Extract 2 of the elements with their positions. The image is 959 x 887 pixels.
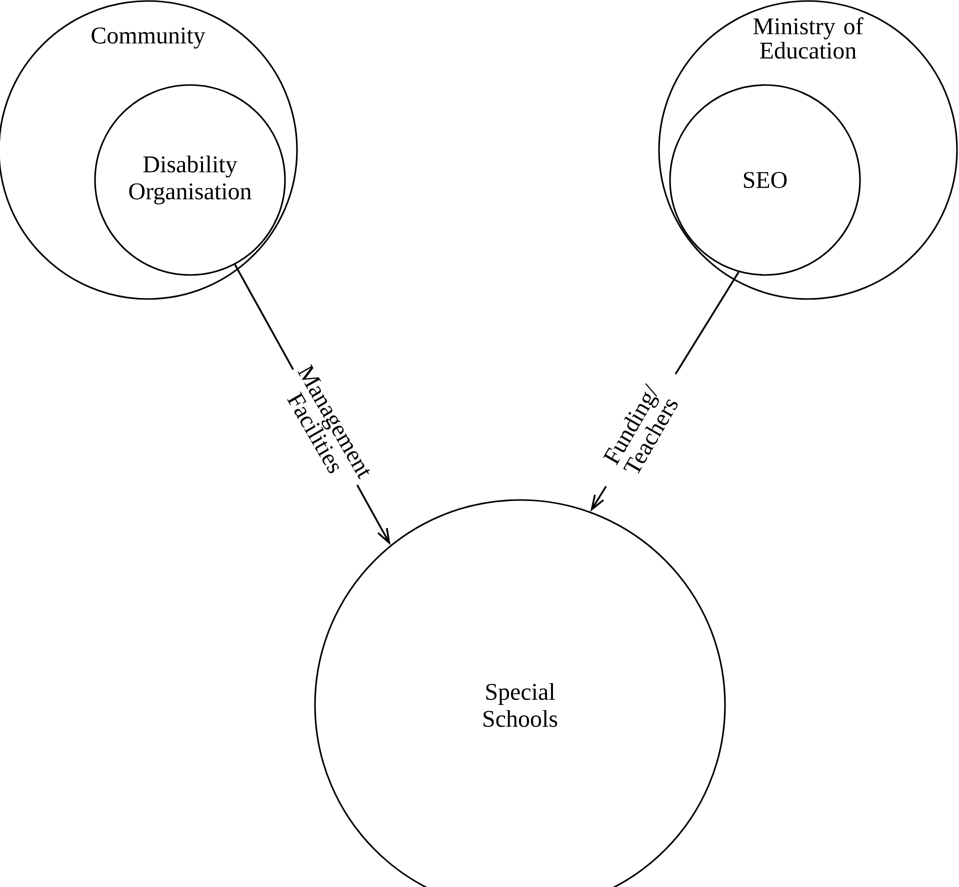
circle-node: Disability Organisation <box>94 84 286 276</box>
circle-node: SEO <box>669 84 861 276</box>
